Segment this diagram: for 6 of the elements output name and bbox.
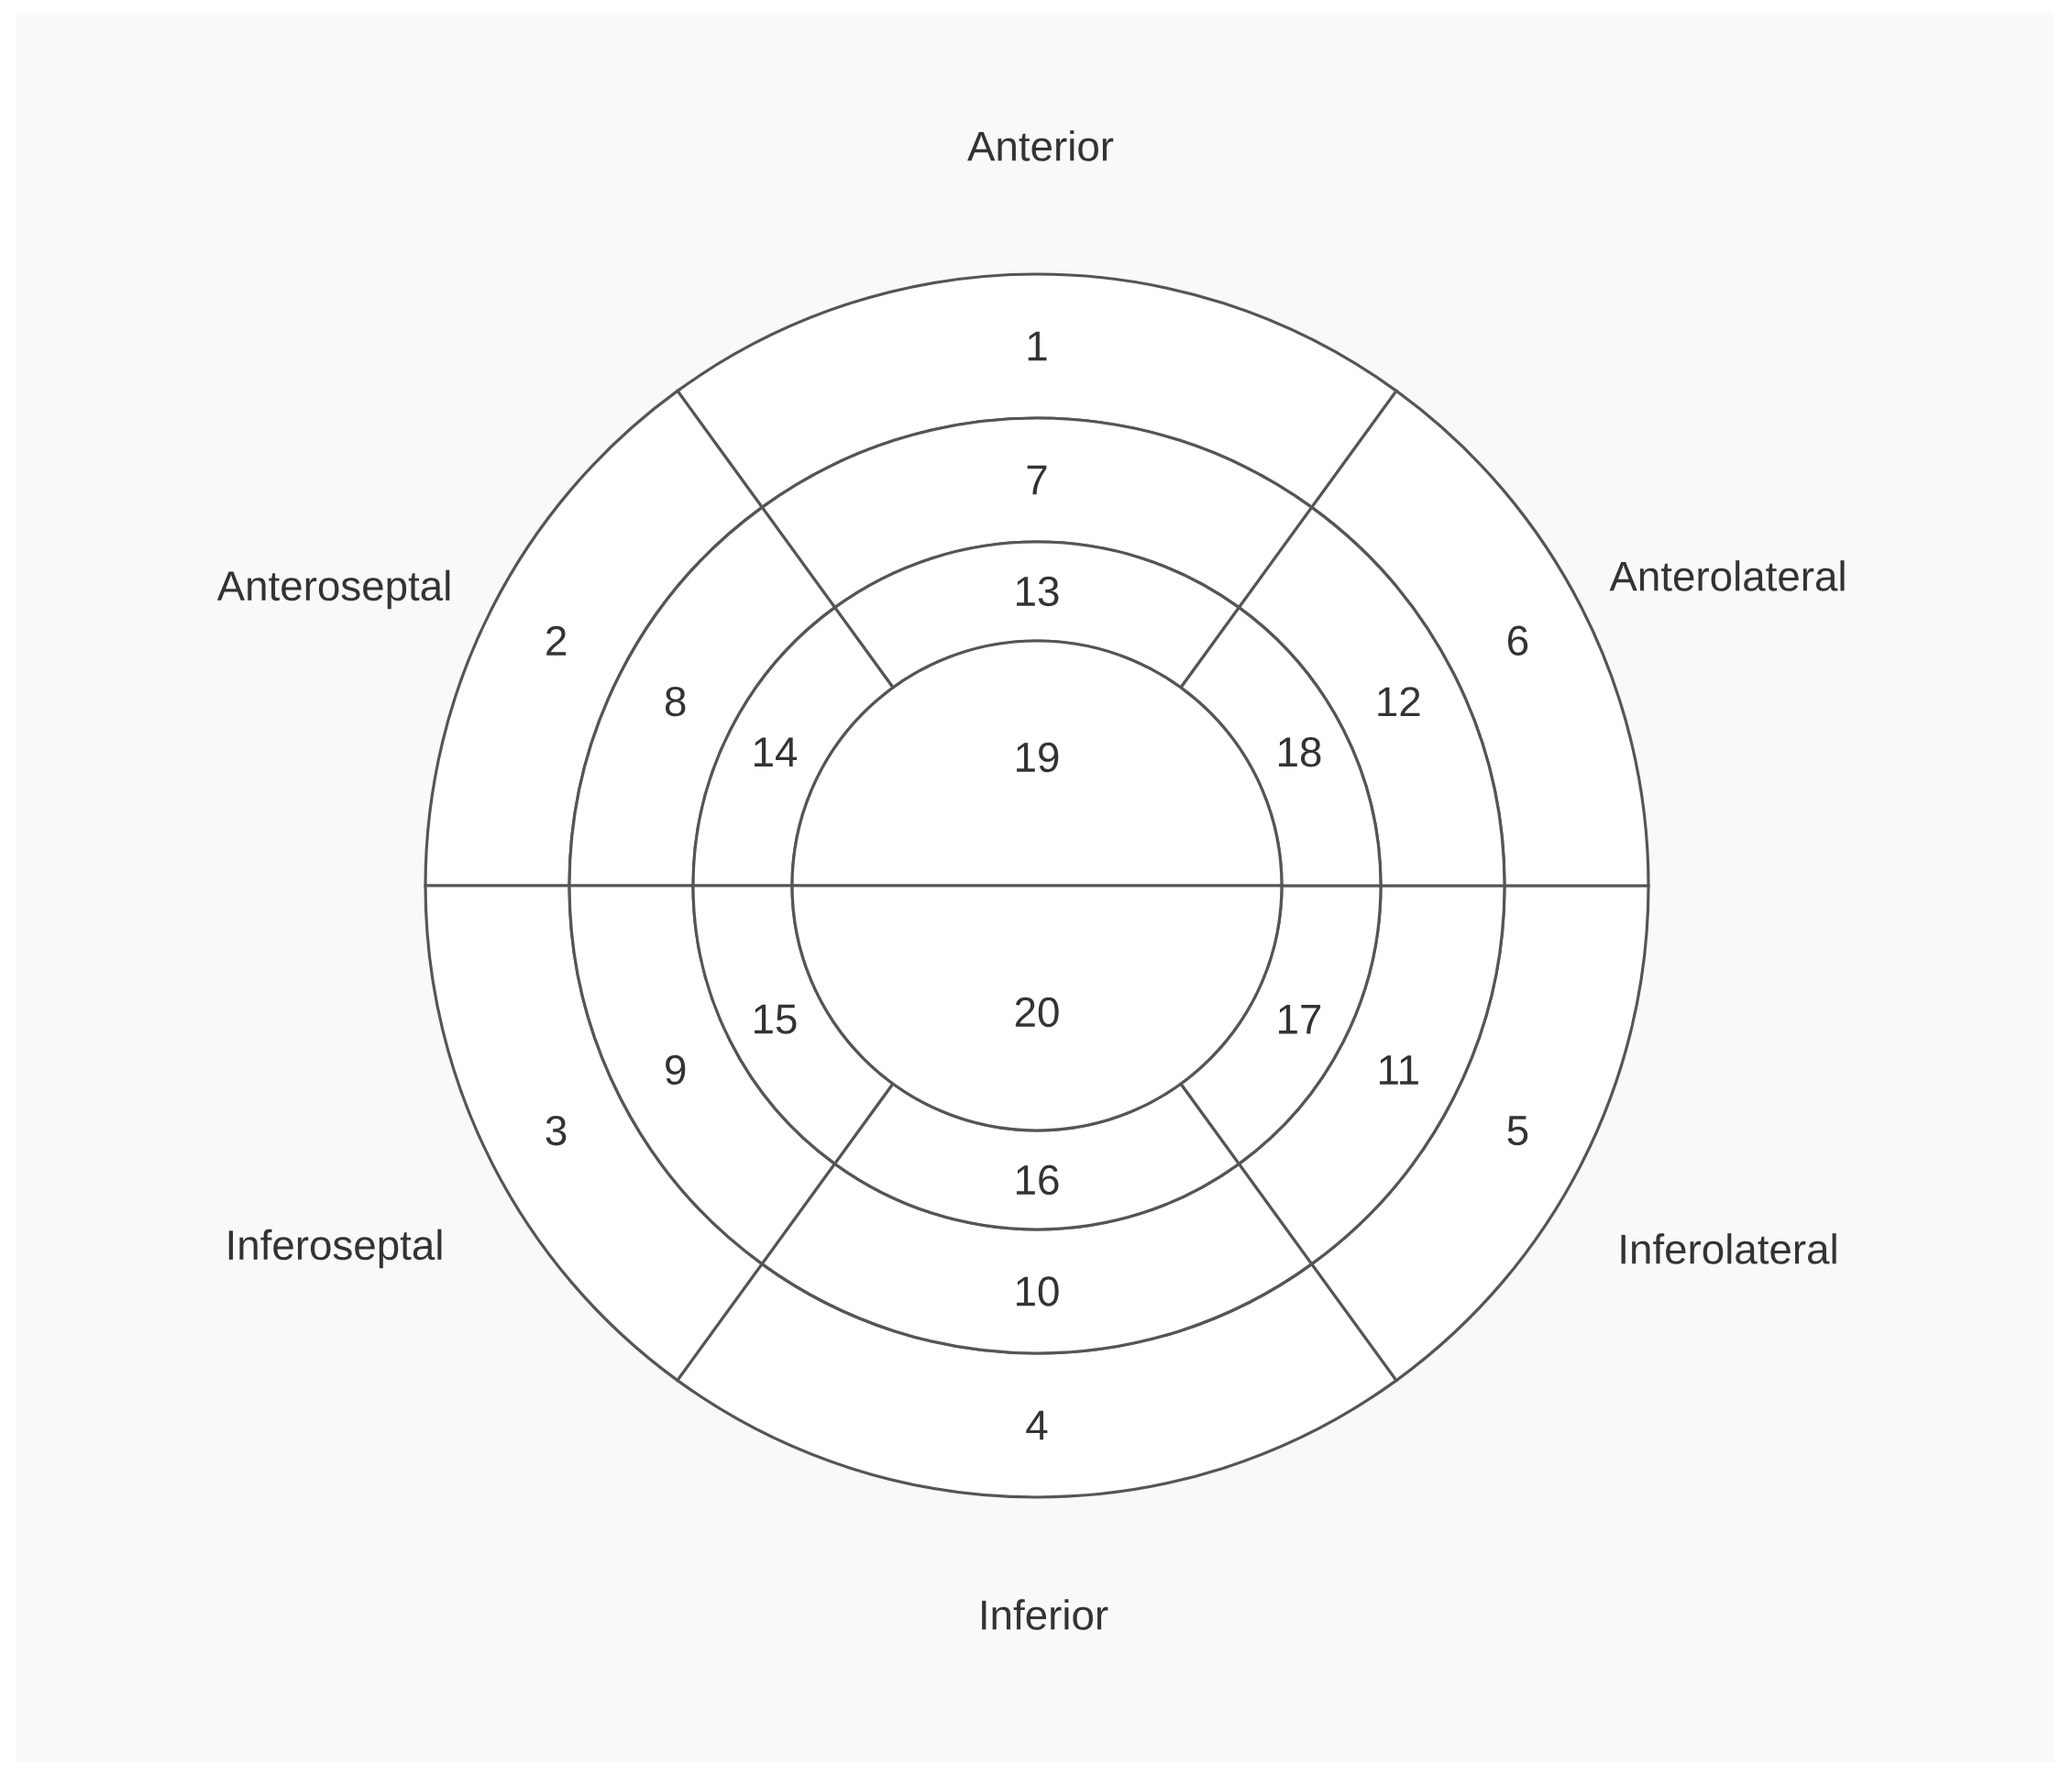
segment: 16 (833, 1082, 1240, 1231)
region-label: Anterior (967, 130, 1114, 161)
segment: 13 (833, 540, 1240, 689)
segment: 14 (691, 606, 895, 888)
segment: 15 (691, 884, 895, 1165)
region-label: Inferior (982, 1599, 1108, 1630)
